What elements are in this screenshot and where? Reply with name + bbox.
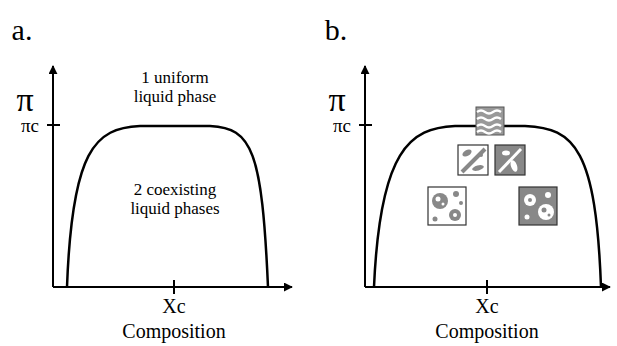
panel-b-axes (359, 66, 610, 294)
droplet-inset (519, 187, 557, 225)
axis-title: Composition (435, 321, 538, 341)
elongated-domain-inset (495, 145, 525, 175)
panel-a-axes (47, 66, 292, 294)
axis-tick-label: πc (333, 116, 351, 135)
axis-tick-label: Xc (475, 296, 498, 316)
droplet-inset (428, 187, 466, 225)
axis-tick-label: πc (21, 116, 39, 135)
region-label: 1 uniform liquid phase (123, 69, 227, 106)
coexistence-curve (67, 126, 268, 287)
axis-tick-label: Xc (162, 296, 185, 316)
region-label: 2 coexisting liquid phases (123, 181, 227, 218)
panel-letter: b. (325, 15, 348, 45)
axis-title: Composition (122, 321, 225, 341)
panel-letter: a. (12, 15, 33, 45)
axis-title: π (16, 83, 33, 117)
coexistence-curve (374, 126, 601, 287)
axis-title: π (328, 83, 345, 117)
stripe-inset (476, 107, 504, 135)
elongated-domain-inset (458, 145, 488, 175)
